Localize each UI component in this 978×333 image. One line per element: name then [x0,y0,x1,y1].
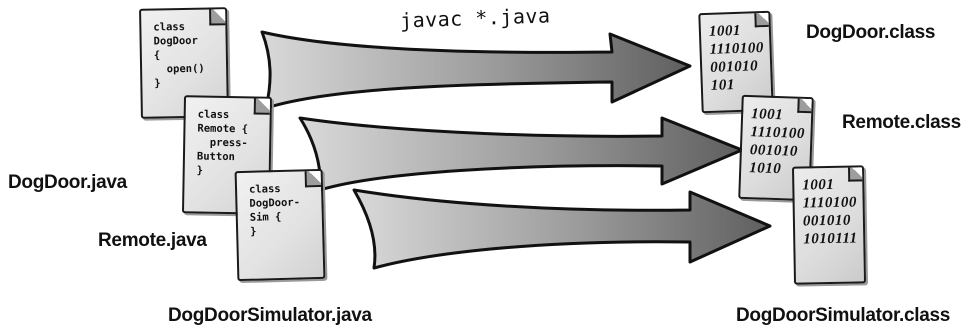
class-label-dogdoor: DogDoor.class [806,22,936,43]
arrow-remote [298,116,744,192]
bytecode-line: 001010 [802,212,852,230]
code-line: { [153,49,161,62]
bytecode-line: 1110100 [709,40,765,58]
page-fold-icon [847,165,865,182]
page-fold-icon [304,168,324,188]
bytecode-line: 001010 [749,142,799,160]
bytecode-line: 1110100 [802,194,858,212]
arrow-dogdoor [260,30,692,110]
code-line: DogDoor [153,34,198,48]
page-fold-icon [754,10,771,28]
code-line: Button [196,150,236,164]
source-file-dogdoorsimulator: class DogDoor- Sim { } [234,168,326,282]
page-fold-icon [253,96,273,115]
page-fold-icon [797,96,814,114]
class-file-dogdoorsimulator: 1001 1110100 001010 1010111 [791,165,867,285]
bytecode-line: 101 [710,77,736,94]
code-line: press- [197,136,248,150]
code-line: } [250,225,257,238]
code-line: Remote { [197,122,249,136]
source-label-dogdoorsimulator: DogDoorSimulator.java [168,305,372,326]
code-line: } [154,77,161,90]
class-label-dogdoorsimulator: DogDoorSimulator.class [736,305,951,326]
page-fold-icon [209,7,228,26]
code-line: open() [154,62,205,76]
arrow-dogdoorsimulator [352,188,772,270]
class-label-remote: Remote.class [842,112,961,133]
bytecode-line: 001010 [709,58,759,76]
bytecode-line: 1010111 [803,230,858,248]
source-label-dogdoor: DogDoor.java [8,172,127,193]
source-label-remote: Remote.java [98,230,207,251]
bytecode-line: 1110100 [750,124,806,142]
